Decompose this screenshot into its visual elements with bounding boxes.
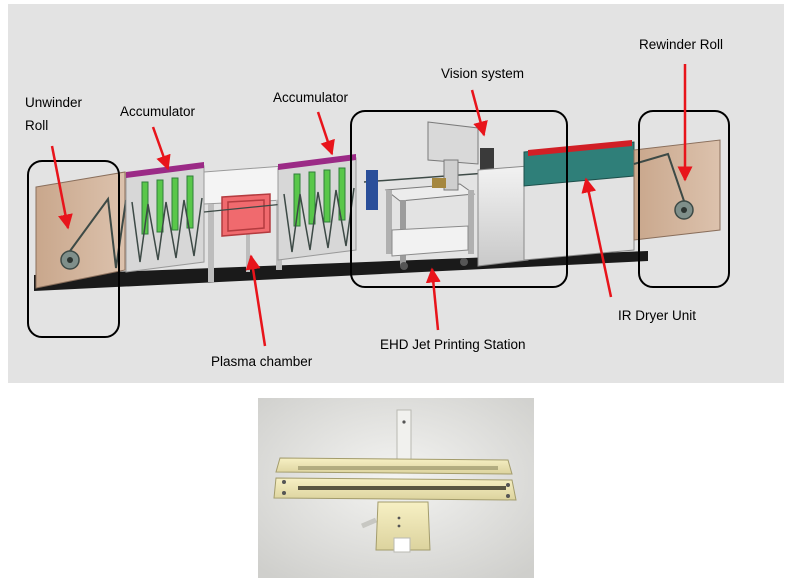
unwinder-label-line2: Roll [25, 118, 48, 133]
accumulator-left-machine [125, 162, 205, 273]
accumulator-left-label: Accumulator [120, 104, 196, 119]
accumulator-left-arrow [151, 126, 171, 171]
unwinder-arrow [50, 145, 73, 230]
vision-system-arrow [470, 89, 488, 137]
rewinder-label: Rewinder Roll [639, 37, 723, 52]
plasma-chamber-label: Plasma chamber [211, 354, 313, 369]
ehd-station-callout-box [350, 110, 568, 288]
r2r-system-diagram: Unwinder Roll Accumulator Accumulator Vi… [8, 4, 784, 383]
accumulator-right-arrow [316, 111, 335, 156]
unwinder-label-line1: Unwinder [25, 95, 83, 110]
accumulator-right-machine [277, 154, 357, 261]
ir-dryer-machine [523, 140, 635, 261]
plasma-chamber-arrow [245, 254, 267, 347]
accumulator-right-label: Accumulator [273, 90, 349, 105]
ehd-station-arrow [425, 267, 441, 331]
vision-system-label: Vision system [441, 66, 524, 81]
ir-dryer-label: IR Dryer Unit [618, 308, 696, 323]
slot-die-printhead-icon [273, 409, 517, 553]
rewinder-roll-icon [633, 139, 721, 241]
unwinder-callout-box [27, 160, 120, 338]
ehd-station-label: EHD Jet Printing Station [380, 337, 526, 352]
printhead-render [258, 398, 534, 578]
ir-dryer-arrow [581, 177, 613, 298]
ehd-printing-machine [363, 121, 529, 270]
unwinder-roll-icon [35, 171, 132, 289]
